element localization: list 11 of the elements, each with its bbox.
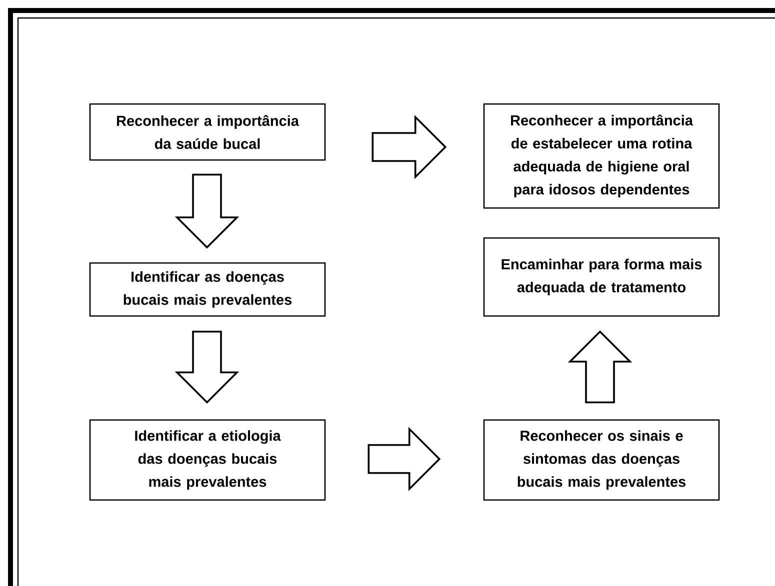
process-box: Identificar a etiologia das doenças bucais mais prevalentes — [89, 419, 326, 501]
process-box: Reconhecer os sinais e sintomas das doenças bucais mais prevalentes — [483, 419, 720, 501]
process-box: Identificar as doenças bucais mais prevalentes — [89, 262, 326, 317]
process-box: Reconhecer a importância da saúde bucal — [89, 103, 326, 161]
process-box: Encaminhar para forma mais adequada de tratamento — [483, 237, 720, 317]
block-arrow — [368, 426, 441, 492]
process-box: Reconhecer a importância de estabelecer uma rotina adequada de higiene oral para idosos dependentes — [483, 103, 720, 209]
block-arrow — [174, 330, 240, 404]
block-arrow — [568, 330, 632, 404]
block-arrow — [372, 114, 447, 180]
block-arrow — [174, 174, 240, 249]
